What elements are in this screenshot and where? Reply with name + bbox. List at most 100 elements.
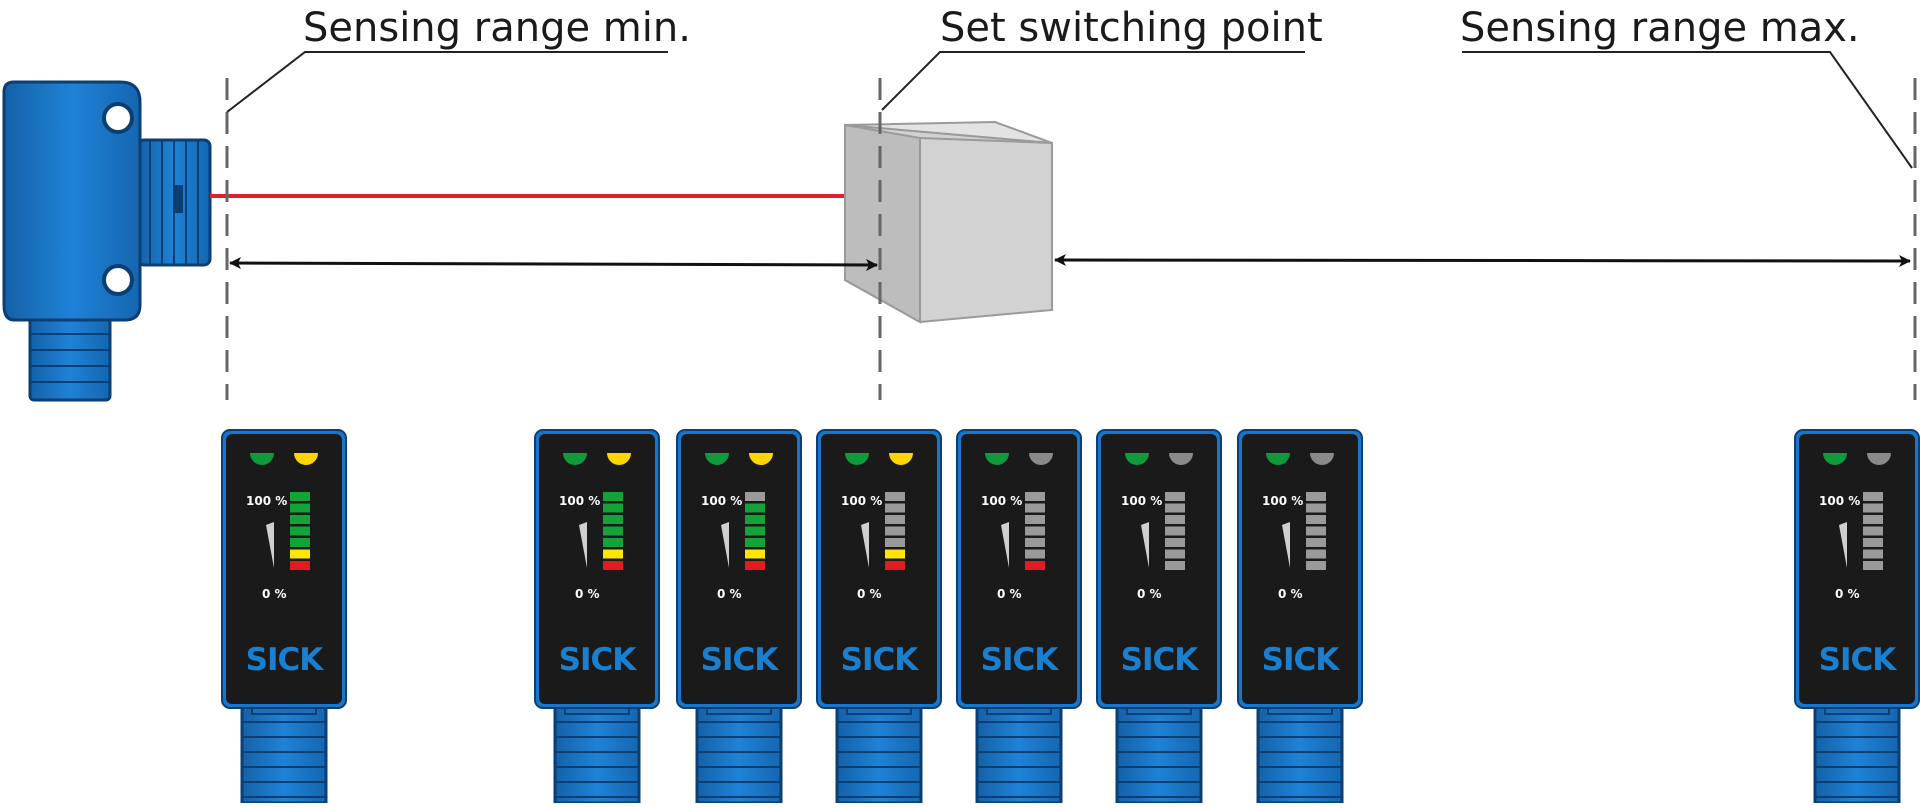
brand-logo: SICK [701, 642, 780, 678]
level-bar-segment [1306, 503, 1326, 513]
sensitivity-wedge-icon [579, 522, 587, 568]
level-bar-segment [290, 503, 310, 513]
indicator-device-d4: 100 %0 %SICK [956, 429, 1082, 805]
scale-bottom-label: 0 % [1278, 587, 1303, 601]
label-switch-point: Set switching point [940, 5, 1323, 51]
level-bar-segment [1165, 561, 1185, 570]
device-connector [835, 703, 923, 805]
level-bar-segment [1165, 503, 1185, 513]
switching-led-icon [889, 453, 913, 465]
device-connector [553, 703, 641, 805]
level-bar-segment [1863, 549, 1883, 559]
switching-led-icon [749, 453, 773, 465]
level-bar-segment [1863, 526, 1883, 536]
scale-top-label: 100 % [981, 494, 1022, 508]
status-led-green-icon [563, 453, 587, 465]
leader-range-min [226, 51, 668, 113]
brand-logo: SICK [246, 642, 325, 678]
object-top-face [844, 120, 1053, 144]
sensitivity-wedge-icon [1282, 522, 1290, 568]
level-bar-segment [290, 526, 310, 536]
level-bar-segment [1306, 515, 1326, 524]
indicator-device-d1: 100 %0 %SICK [534, 429, 660, 805]
sensitivity-wedge-icon [266, 522, 274, 568]
level-bar-segment [1025, 561, 1045, 570]
sensor-housing [2, 80, 142, 322]
brand-logo: SICK [1121, 642, 1200, 678]
mounting-hole-top-icon [102, 102, 134, 134]
status-led-green-icon [1266, 453, 1290, 465]
device-face [226, 434, 342, 704]
level-bar-segment [885, 515, 905, 524]
sensitivity-wedge-icon [1001, 522, 1009, 568]
level-bar-segment [290, 515, 310, 524]
level-bar-segment [885, 561, 905, 570]
scale-bottom-label: 0 % [575, 587, 600, 601]
sensor-lens-ribs [149, 140, 199, 265]
level-bar-segment [1025, 492, 1045, 501]
leader-switch-point [881, 51, 1305, 111]
indicator-device-d6: 100 % 0 % SICK [1237, 429, 1363, 805]
status-led-green-icon [985, 453, 1009, 465]
device-connector [975, 703, 1063, 805]
brand-logo: SICK [1262, 642, 1341, 678]
device-connector [1813, 703, 1901, 805]
level-bar-segment [1863, 561, 1883, 570]
level-bar-segment [1863, 492, 1883, 501]
level-bar-segment [1306, 549, 1326, 559]
status-led-green-icon [1125, 453, 1149, 465]
level-bar-segment [603, 549, 623, 559]
switching-led-icon [607, 453, 631, 465]
brand-logo: SICK [559, 642, 638, 678]
object-left-face [844, 123, 921, 324]
level-bar-segment [290, 492, 310, 501]
level-bar-segment [745, 515, 765, 524]
level-bar-segment [885, 492, 905, 501]
level-bar-segment [1306, 526, 1326, 536]
device-face [961, 434, 1077, 704]
level-bar-segment [745, 538, 765, 547]
scale-bottom-label: 0 % [1835, 587, 1860, 601]
level-bar-segment [603, 503, 623, 513]
indicator-device-d2: 100 %0 %SICK [676, 429, 802, 805]
level-bar-segment [1025, 549, 1045, 559]
level-bar-segment [290, 561, 310, 570]
scale-top-label: 100 % [246, 494, 287, 508]
device-connector [240, 703, 328, 805]
indicator-device-max: 100 %0 %SICK [1794, 429, 1920, 805]
scale-bottom-label: 0 % [1137, 587, 1162, 601]
device-connector [1256, 703, 1344, 805]
status-led-green-icon [1823, 453, 1847, 465]
level-bar-segment [1025, 526, 1045, 536]
device-face [1242, 434, 1358, 704]
distance-arrow-near [229, 257, 878, 271]
device-face [1799, 434, 1915, 704]
level-bar-segment [885, 526, 905, 536]
brand-logo: SICK [981, 642, 1060, 678]
scale-top-label: 100 % [1262, 494, 1303, 508]
switching-led-icon [294, 453, 318, 465]
level-bar-segment [1165, 526, 1185, 536]
level-bar-segment [1306, 561, 1326, 570]
level-bar-segment [885, 538, 905, 547]
level-bar-segment [885, 549, 905, 559]
level-bar-segment [1863, 503, 1883, 513]
switching-led-icon [1029, 453, 1053, 465]
scale-bottom-label: 0 % [857, 587, 882, 601]
device-connector [1115, 703, 1203, 805]
scale-bottom-label: 0 % [262, 587, 287, 601]
level-bar-segment [603, 561, 623, 570]
level-bar-segment [1306, 538, 1326, 547]
switching-led-icon [1867, 453, 1891, 465]
level-bar-segment [603, 492, 623, 501]
level-bar-segment [745, 503, 765, 513]
reference-lines [225, 78, 1917, 400]
indicator-device-min: 100 % 0 % SICK [221, 429, 347, 805]
level-bar-segment [603, 515, 623, 524]
brand-logo: SICK [1819, 642, 1898, 678]
status-led-green-icon [845, 453, 869, 465]
status-led-green-icon [705, 453, 729, 465]
